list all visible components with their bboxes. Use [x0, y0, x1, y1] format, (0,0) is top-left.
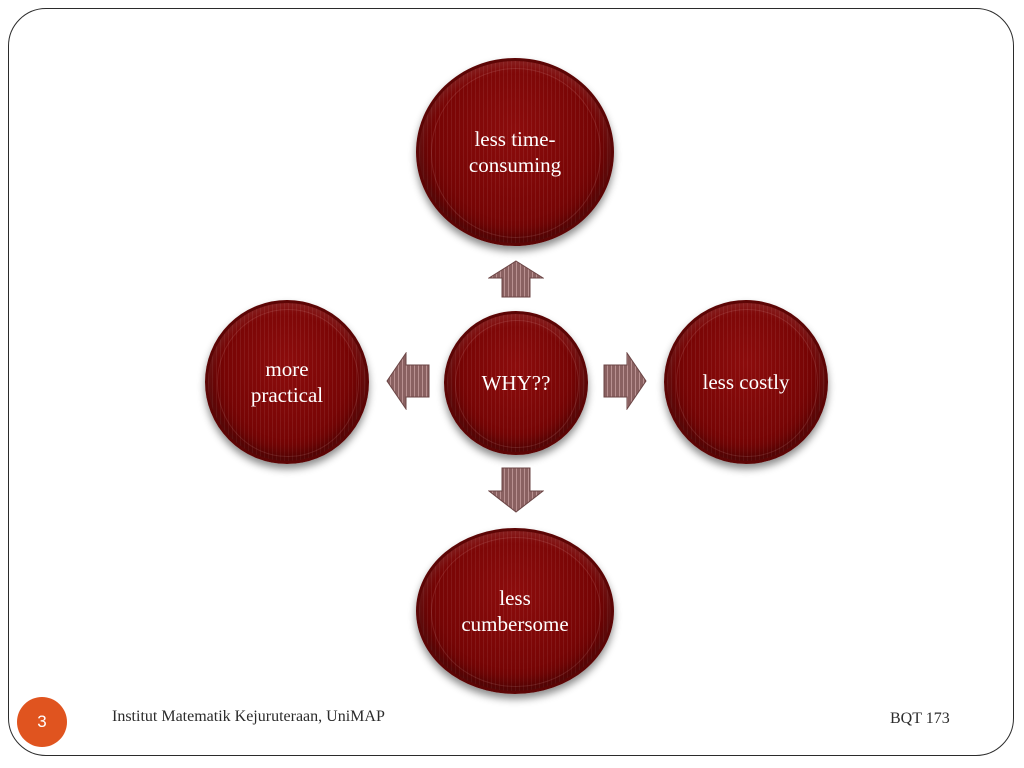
- node-label-top-line-2: consuming: [468, 153, 562, 177]
- node-more-practical: more practical: [205, 300, 369, 464]
- node-center-why: WHY??: [444, 311, 588, 455]
- node-label-left-line-2: practical: [250, 383, 324, 407]
- node-label-bottom-line-2: cumbersome: [461, 612, 569, 636]
- arrow-right-icon: [603, 352, 647, 410]
- node-label-top-line-1: less time-: [474, 127, 556, 151]
- node-label-bottom-line-1: less: [499, 586, 531, 610]
- footer-institution: Institut Matematik Kejuruteraan, UniMAP: [112, 708, 385, 725]
- node-less-cumbersome: less cumbersome: [416, 528, 614, 694]
- node-less-costly: less costly: [664, 300, 828, 464]
- node-label-center: WHY??: [481, 371, 551, 395]
- arrow-up-icon: [488, 260, 544, 298]
- node-label-left-line-1: more: [265, 357, 309, 381]
- node-less-time-consuming: less time- consuming: [416, 58, 614, 246]
- footer-course-code: BQT 173: [890, 710, 950, 727]
- node-label-left: more practical: [227, 356, 347, 408]
- page-number-badge: 3: [17, 697, 67, 747]
- arrow-left-icon: [386, 352, 430, 410]
- page-number: 3: [37, 712, 47, 731]
- node-label-top: less time- consuming: [440, 126, 590, 178]
- arrow-down-icon: [488, 467, 544, 513]
- node-label-right: less costly: [702, 370, 790, 394]
- node-label-bottom: less cumbersome: [435, 585, 595, 637]
